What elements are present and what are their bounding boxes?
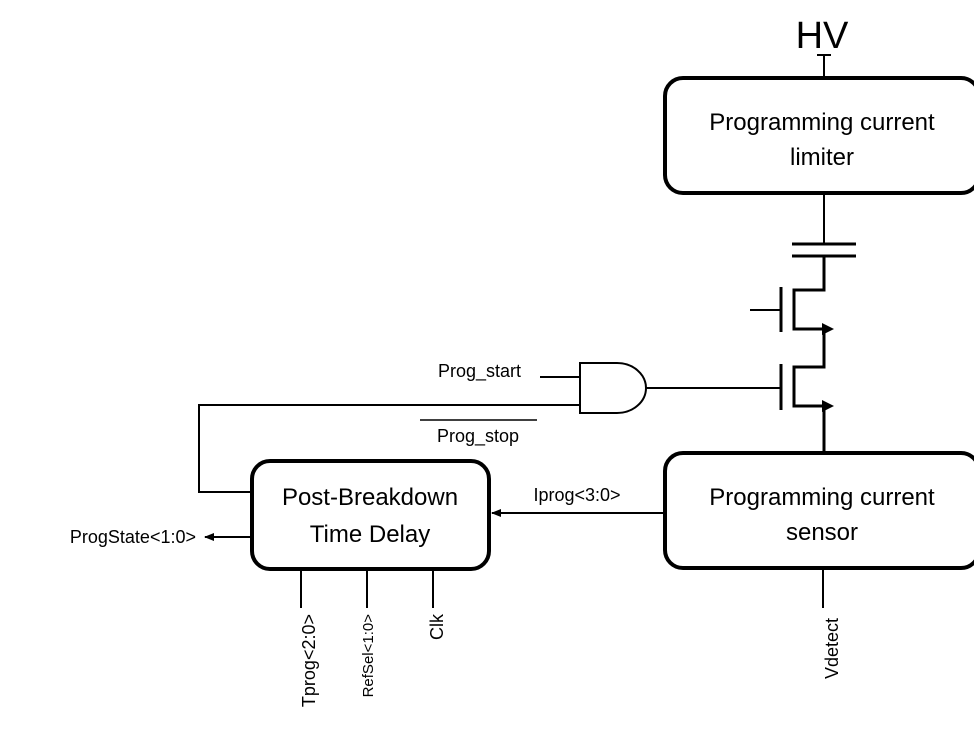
clk-label: Clk xyxy=(427,613,447,640)
progstate-label: ProgState<1:0> xyxy=(70,527,196,547)
prog-start-label: Prog_start xyxy=(438,361,521,382)
time-delay-block xyxy=(250,459,491,571)
iprog-label: Iprog<3:0> xyxy=(533,485,620,505)
hv-label: HV xyxy=(796,15,849,57)
refsel-label: RefSel<1:0> xyxy=(360,614,377,698)
delay-label-line2: Time Delay xyxy=(310,521,430,548)
sensor-label-line2: sensor xyxy=(786,519,858,546)
prog-stop-feedback-wire xyxy=(198,404,580,493)
upper-transistor-arrow xyxy=(822,323,834,335)
lower-transistor-arrow xyxy=(822,400,834,412)
lower-transistor-symbol xyxy=(644,340,826,453)
and-gate-symbol xyxy=(579,362,647,414)
hv-supply-wire xyxy=(817,54,831,78)
upper-transistor-symbol xyxy=(750,264,826,367)
sensor-label-line1: Programming current xyxy=(709,484,935,511)
limiter-label-line1: Programming current xyxy=(709,109,935,136)
tprog-label: Tprog<2:0> xyxy=(299,614,319,707)
vdetect-label: Vdetect xyxy=(822,618,842,679)
limiter-label-line2: limiter xyxy=(790,144,854,171)
capacitor-symbol xyxy=(792,195,856,264)
current-limiter-block xyxy=(663,76,974,195)
prog-stop-label: Prog_stop xyxy=(437,426,519,447)
delay-label-line1: Post-Breakdown xyxy=(282,484,458,511)
